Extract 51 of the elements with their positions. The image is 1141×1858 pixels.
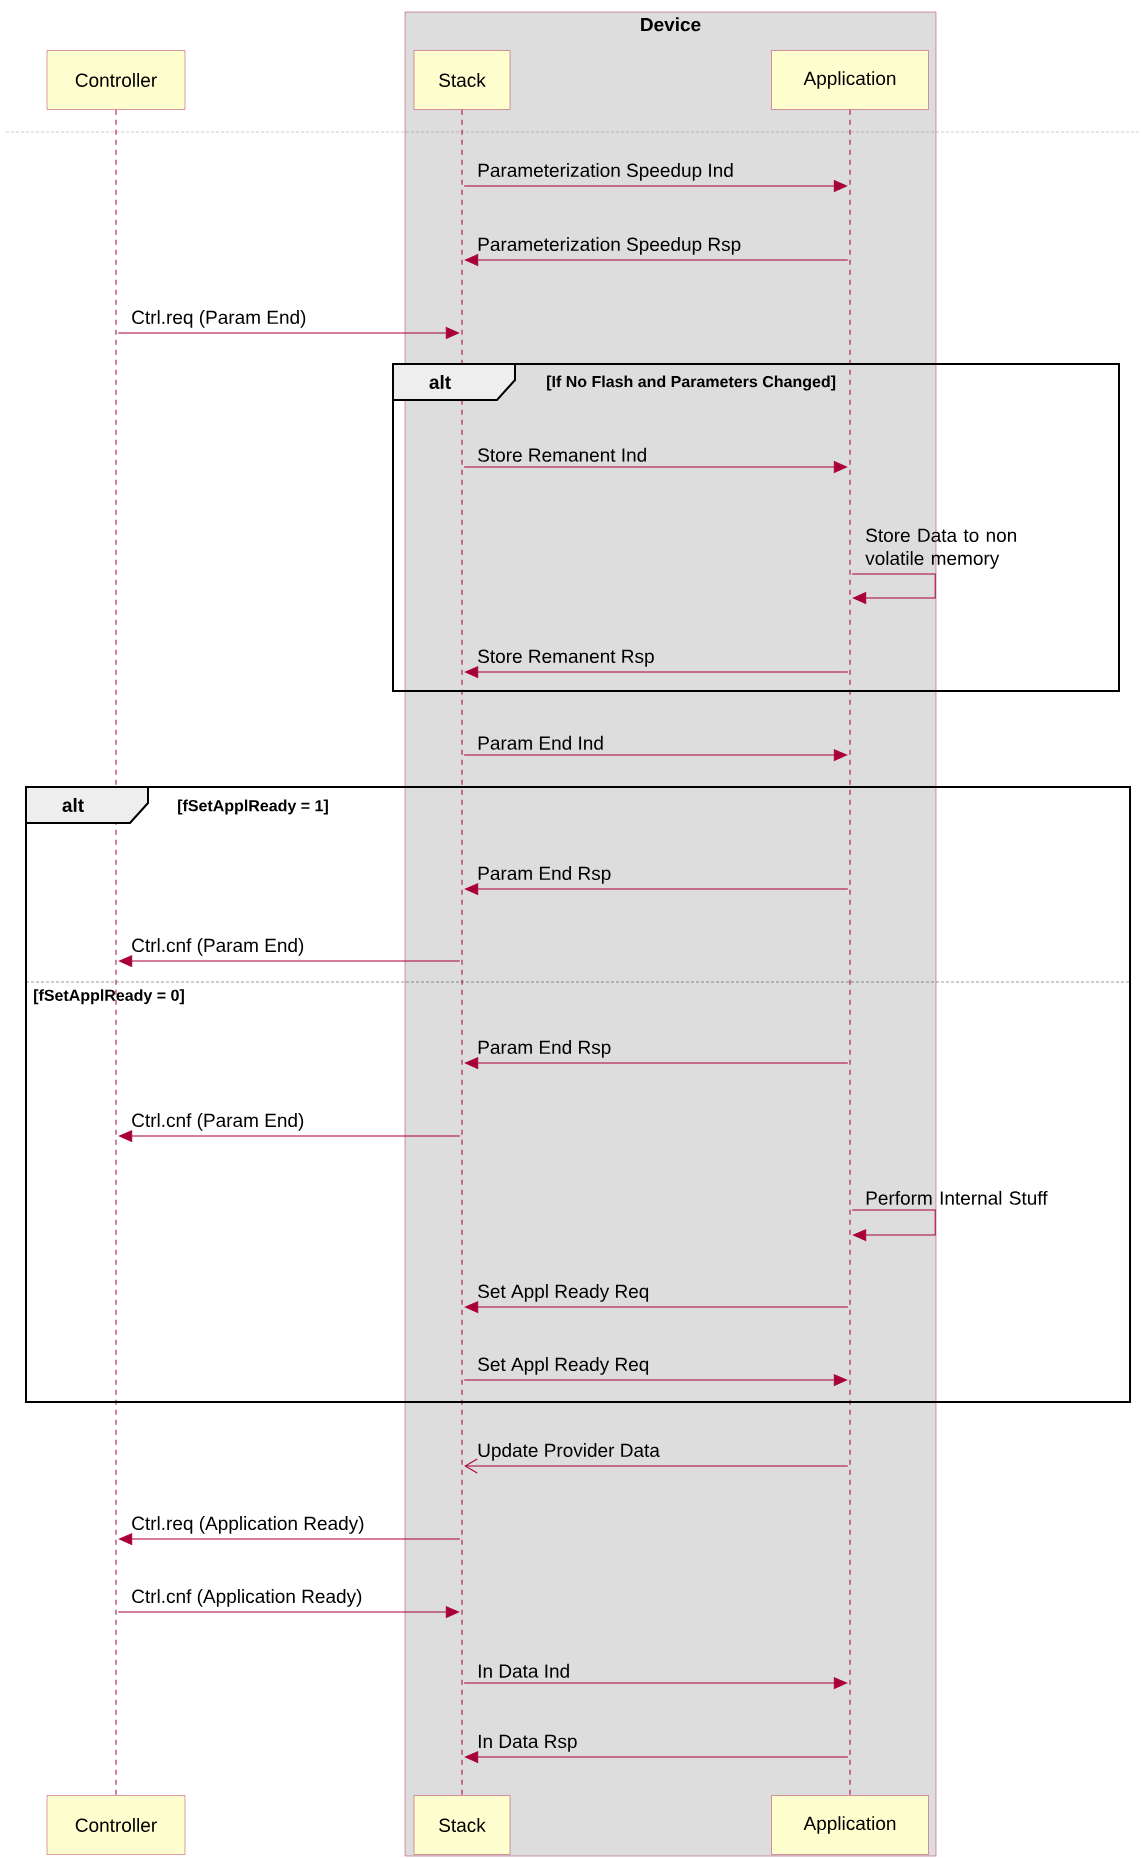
participant-box: Application xyxy=(771,50,929,110)
message-arrow xyxy=(117,1606,460,1618)
participant-box: Stack xyxy=(413,50,511,110)
message-label: Store Remanent Rsp xyxy=(478,649,654,667)
message-label: Parameterization Speedup Ind xyxy=(478,163,733,181)
message-arrow xyxy=(463,749,848,761)
lifeline xyxy=(461,109,463,1796)
message-label: Ctrl.cnf (Param End) xyxy=(132,938,304,956)
message-label: Store Data to non volatile memory xyxy=(865,528,1017,569)
message-label: Perform Internal Stuff xyxy=(866,1190,1048,1205)
message-label: Param End Rsp xyxy=(478,1040,611,1058)
guard-label: [fSetApplReady = 1] xyxy=(178,799,328,815)
participant-box: Controller xyxy=(46,50,186,110)
message-arrow xyxy=(464,1057,849,1069)
message-arrow xyxy=(464,666,849,678)
message-arrow xyxy=(464,1751,849,1763)
message-arrow xyxy=(464,254,849,266)
lifeline xyxy=(849,109,851,1796)
message-label: Param End Ind xyxy=(478,735,603,750)
message-label: Set Appl Ready Req xyxy=(478,1357,649,1375)
frame-tab: alt xyxy=(392,363,516,401)
message-arrow xyxy=(463,180,848,192)
message-arrow xyxy=(851,1209,936,1241)
lifeline xyxy=(115,109,117,1796)
message-arrow xyxy=(464,1458,849,1474)
message-label: Parameterization Speedup Rsp xyxy=(478,237,741,255)
participant-box: Application xyxy=(771,1795,929,1855)
message-label: Update Provider Data xyxy=(478,1443,660,1461)
participant-box: Stack xyxy=(413,1795,511,1855)
participant-box: Controller xyxy=(46,1795,186,1855)
message-arrow xyxy=(463,461,848,473)
message-arrow xyxy=(118,955,461,967)
message-label: Param End Rsp xyxy=(478,866,611,884)
message-arrow xyxy=(464,883,849,895)
message-arrow xyxy=(463,1374,848,1386)
message-arrow xyxy=(117,327,460,339)
message-label: Ctrl.cnf (Application Ready) xyxy=(132,1589,362,1607)
message-arrow xyxy=(463,1677,848,1689)
message-label: Set Appl Ready Req xyxy=(478,1284,649,1302)
message-arrow xyxy=(118,1130,461,1142)
message-label: Ctrl.req (Application Ready) xyxy=(132,1516,364,1534)
message-arrow xyxy=(851,573,936,604)
message-arrow xyxy=(118,1533,461,1545)
message-label: Ctrl.req (Param End) xyxy=(132,310,306,328)
frame-tab: alt xyxy=(25,786,149,824)
message-label: In Data Rsp xyxy=(478,1734,577,1752)
message-label: In Data Ind xyxy=(478,1663,569,1678)
message-label: Ctrl.cnf (Param End) xyxy=(132,1113,304,1131)
message-label: Store Remanent Ind xyxy=(478,447,646,462)
message-arrow xyxy=(464,1301,849,1313)
guard-label: [fSetApplReady = 0] xyxy=(34,989,184,1005)
